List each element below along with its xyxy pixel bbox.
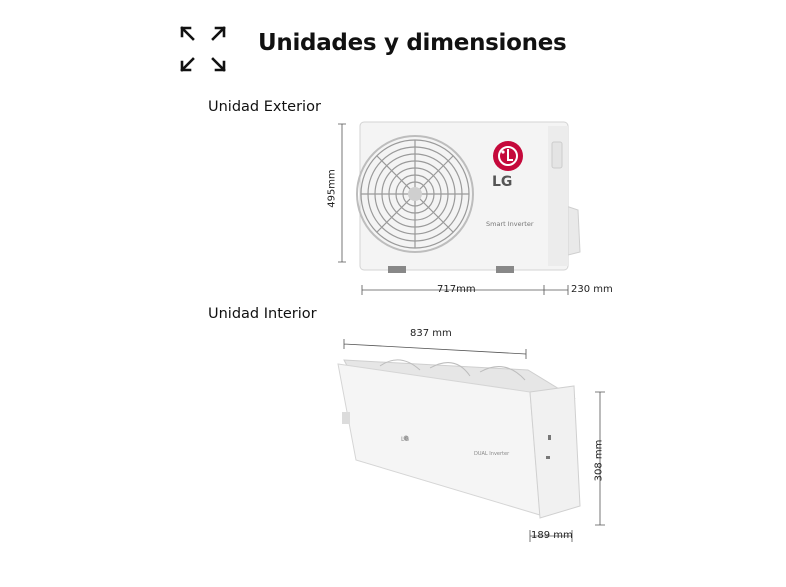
- outdoor-depth-dimension: 230 mm: [571, 284, 613, 295]
- indoor-brand-label: LG: [401, 436, 409, 443]
- indoor-unit-image: [337, 339, 605, 542]
- indoor-unit-label: Unidad Interior: [208, 306, 317, 322]
- outdoor-height-dimension: 495mm: [326, 169, 338, 208]
- outdoor-unit-image: [338, 121, 581, 295]
- page-title: Unidades y dimensiones: [258, 30, 567, 56]
- outdoor-model-label: Smart Inverter: [486, 220, 534, 228]
- indoor-width-dimension: 837 mm: [410, 328, 452, 339]
- indoor-depth-dimension: 189 mm: [531, 530, 573, 541]
- outdoor-unit-label: Unidad Exterior: [208, 99, 321, 115]
- outdoor-brand-label: LG: [492, 174, 513, 190]
- indoor-model-label: DUAL Inverter: [474, 451, 510, 457]
- outdoor-width-dimension: 717mm: [437, 284, 476, 295]
- indoor-height-dimension: 308 mm: [593, 439, 605, 482]
- expand-arrows-icon: [180, 26, 226, 72]
